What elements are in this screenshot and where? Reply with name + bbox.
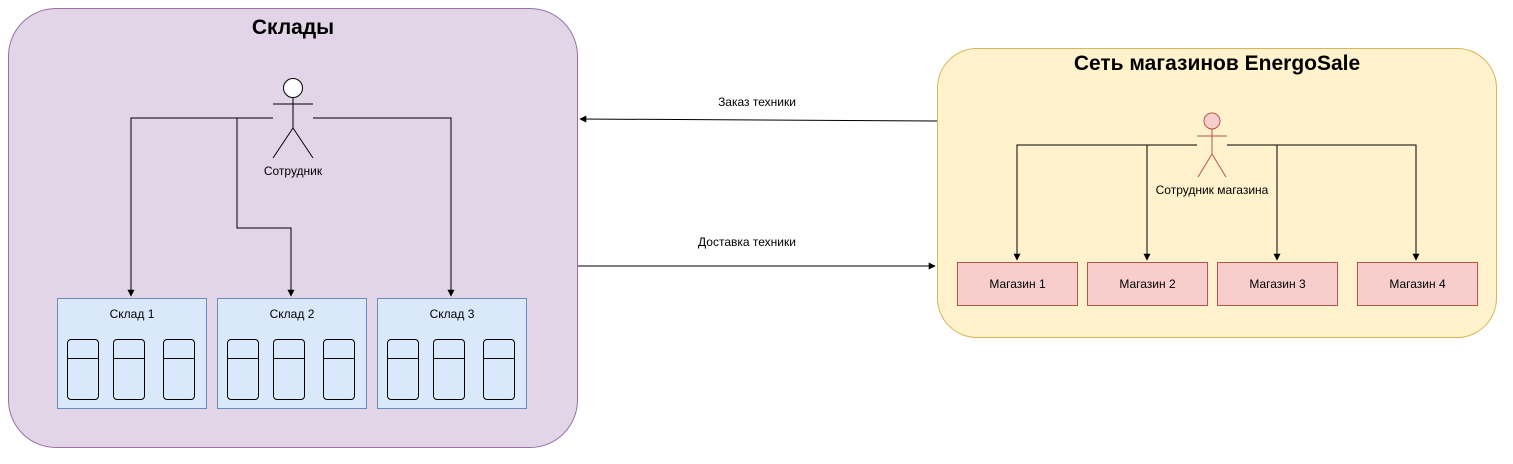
storage-slot xyxy=(113,339,145,400)
connector-store-employee-store-4 xyxy=(1227,144,1420,261)
storage-slot xyxy=(433,339,465,400)
warehouses-group-title: Склады xyxy=(251,16,335,39)
order-edge-label: Заказ техники xyxy=(718,95,796,109)
storage-slot xyxy=(323,339,355,400)
connector-employee-warehouse-3 xyxy=(313,117,455,297)
connector-store-employee-store-1 xyxy=(1013,144,1197,261)
connector-employee-warehouse-1 xyxy=(127,117,273,297)
store-employee-label: Сотрудник магазина xyxy=(1155,183,1269,197)
storage-slot xyxy=(163,339,195,400)
delivery-edge-label: Доставка техники xyxy=(698,235,796,249)
storage-slot xyxy=(483,339,515,400)
storage-slot xyxy=(227,339,259,400)
store-employee-actor-icon xyxy=(1197,112,1227,178)
warehouse-2[interactable]: Склад 2 xyxy=(217,298,367,409)
warehouse-label: Склад 2 xyxy=(269,307,315,321)
employee-actor-icon xyxy=(272,78,314,159)
warehouse-label: Склад 1 xyxy=(109,307,155,321)
storage-slot xyxy=(67,339,99,400)
storage-slot xyxy=(387,339,419,400)
warehouse-1[interactable]: Склад 1 xyxy=(57,298,207,409)
store-3[interactable]: Магазин 3 xyxy=(1217,262,1338,306)
store-1[interactable]: Магазин 1 xyxy=(957,262,1078,306)
warehouse-label: Склад 3 xyxy=(429,307,475,321)
order-arrow xyxy=(579,115,938,123)
connector-store-employee-store-3 xyxy=(1227,144,1281,261)
store-4[interactable]: Магазин 4 xyxy=(1357,262,1478,306)
stores-group-title: Сеть магазинов EnergoSale xyxy=(1073,52,1361,75)
connector-store-employee-store-2 xyxy=(1143,144,1197,261)
warehouse-3[interactable]: Склад 3 xyxy=(377,298,527,409)
storage-slot xyxy=(273,339,305,400)
connector-employee-warehouse-2 xyxy=(236,117,295,297)
employee-label: Сотрудник xyxy=(263,164,323,178)
store-2[interactable]: Магазин 2 xyxy=(1087,262,1208,306)
